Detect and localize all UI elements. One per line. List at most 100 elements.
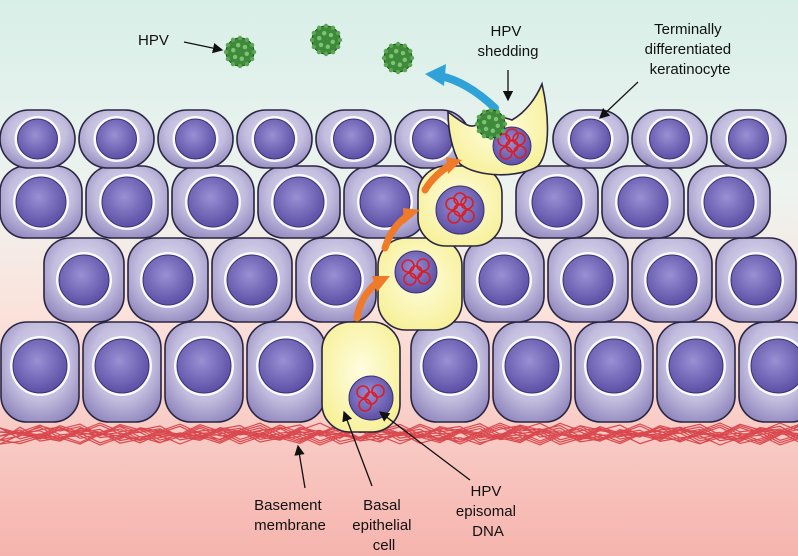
nucleus (176, 338, 232, 394)
infected-cell-chain (321, 81, 549, 433)
keratinocyte-cell (492, 321, 572, 423)
keratinocyte-cell (82, 321, 162, 423)
basal-cell-pointer (342, 410, 373, 487)
keratinocyte-cell (410, 321, 490, 423)
nucleus (730, 254, 782, 306)
keratinocyte-cell (601, 165, 685, 239)
keratinocyte-cell (631, 237, 713, 323)
keratinocyte-cell (295, 237, 377, 323)
nucleus (617, 176, 669, 228)
nucleus (17, 118, 58, 160)
nucleus (570, 118, 611, 160)
keratinocyte-cell (315, 109, 392, 169)
label-hpv-shedding: HPV shedding (478, 23, 539, 60)
episomal-dna-ring-icon (371, 384, 385, 398)
keratinocyte-cell (246, 321, 326, 423)
keratinocyte-cell (0, 165, 83, 239)
keratinocyte-cell (0, 321, 80, 423)
keratinocyte-cell (211, 237, 293, 323)
keratinocyte-cell (552, 109, 629, 169)
hpv-virion-icon (474, 107, 508, 141)
keratinocyte-cell (127, 237, 209, 323)
episomal-dna-ring-icon (403, 272, 417, 286)
keratinocyte-cell (43, 237, 125, 323)
nucleus (226, 254, 278, 306)
nucleus (187, 176, 239, 228)
label-basal-epithelial-cell: Basal epithelial cell (352, 497, 415, 554)
episomal-dna-ring-icon (356, 385, 370, 399)
nucleus (703, 176, 755, 228)
nucleus (254, 118, 295, 160)
nucleus (394, 250, 438, 294)
basement-pointer (294, 444, 306, 489)
basement-membrane-fibers (0, 422, 798, 446)
episomal-dna-ring-icon (499, 146, 513, 160)
keratinocyte-cell (257, 165, 341, 239)
nucleus (58, 254, 110, 306)
label-terminally-differentiated: Terminally differentiated keratinocyte (645, 21, 736, 78)
episomal-dna-ring-icon (417, 271, 431, 285)
infected-keratinocyte (417, 165, 503, 247)
nucleus (12, 338, 68, 394)
progression-arrowheads (372, 157, 462, 292)
episomal-dna-ring-icon (461, 209, 475, 223)
hpv-virions (223, 23, 508, 141)
nucleus (586, 338, 642, 394)
label-hpv-episomal-dna: HPV episomal DNA (456, 483, 520, 540)
infected-keratinocyte (321, 321, 401, 433)
nucleus (728, 118, 769, 160)
nucleus (96, 118, 137, 160)
nucleus (422, 338, 478, 394)
nucleus (531, 176, 583, 228)
keratinocyte-cell (171, 165, 255, 239)
keratinocyte-cell (656, 321, 736, 423)
basement-fiber (0, 423, 798, 446)
keratinocyte-cell (547, 237, 629, 323)
nucleus (646, 254, 698, 306)
keratinocyte-cell (78, 109, 155, 169)
nucleus (94, 338, 150, 394)
keratinocyte-cell (463, 237, 545, 323)
episomal-dna-ring-icon (513, 145, 527, 159)
keratinocyte-cell (738, 321, 798, 423)
keratinocyte-cell (715, 237, 797, 323)
hpv-virion-icon (223, 35, 257, 69)
keratinocyte-cell (343, 165, 427, 239)
nucleus (504, 338, 560, 394)
hpv-pointer (183, 41, 224, 54)
nucleus (333, 118, 374, 160)
episomal-dna-ring-icon (401, 259, 415, 273)
nucleus (142, 254, 194, 306)
episomal-dna-ring-icon (460, 196, 474, 210)
keratinocyte-cell (85, 165, 169, 239)
episomal-dna-ring-icon (447, 210, 461, 224)
nucleus (175, 118, 216, 160)
nucleus (668, 338, 724, 394)
keratinocyte-cell (0, 109, 76, 169)
keratinocyte-cell (515, 165, 599, 239)
basement-fiber (0, 423, 798, 445)
label-hpv: HPV (138, 32, 169, 49)
nucleus (649, 118, 690, 160)
keratinocyte-cell (164, 321, 244, 423)
label-basement-membrane: Basement membrane (254, 497, 326, 534)
nucleus (750, 338, 798, 394)
pointer-lines (183, 41, 639, 489)
keratinocyte-cell (710, 109, 787, 169)
nucleus (412, 118, 453, 160)
nucleus (435, 185, 485, 235)
nucleus (359, 176, 411, 228)
dna-pointer (378, 411, 471, 481)
episomal-dna-ring-icon (512, 132, 526, 146)
nucleus (15, 176, 67, 228)
hpv-virion-icon (381, 41, 415, 75)
shedding-arrow-icon (425, 64, 499, 112)
keratinocyte-pointer (599, 81, 639, 119)
keratinocyte-cell (157, 109, 234, 169)
nucleus (258, 338, 314, 394)
infected-keratinocyte (377, 237, 463, 331)
basement-fiber (0, 422, 798, 446)
episomal-dna-ring-icon (358, 398, 372, 412)
hpv-virion-icon (309, 23, 343, 57)
